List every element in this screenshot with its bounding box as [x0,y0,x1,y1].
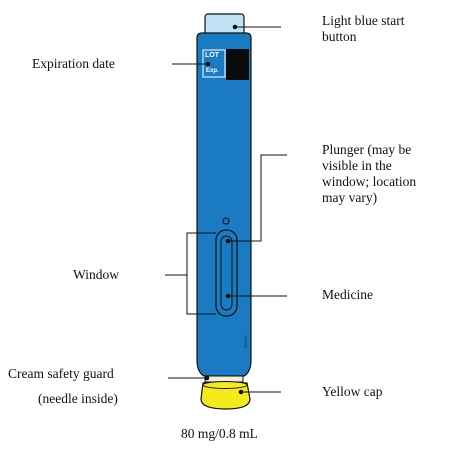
exp-mark: Exp. [206,68,219,74]
leader-plunger [228,154,287,242]
leader-window-lower [186,275,216,315]
label-start-button-line1: Light blue start [322,13,405,28]
cap-top [202,381,248,389]
label-medicine: Medicine [322,287,373,302]
leader-dots [204,24,244,395]
dot-yellow-cap [238,389,244,395]
label-start-button-line2: button [322,29,357,44]
leader-window [165,232,216,276]
label-plunger-line3: window; location [322,174,417,189]
label-plunger-line1: Plunger (may be [322,142,412,157]
label-expiration-date: Expiration date [32,56,115,71]
pen-body [196,32,252,377]
dot-start-button [232,24,238,30]
lot-mark: LOT [205,52,219,59]
label-plunger-line2: visible in the [322,158,392,173]
window-inner [220,235,233,311]
black-label [226,49,249,80]
label-window: Window [73,267,119,282]
window [215,229,238,317]
label-yellow-cap: Yellow cap [322,384,383,399]
dot-expiration [205,61,211,67]
yellow-cap [200,382,251,410]
label-plunger-line4: may vary) [322,190,378,205]
label-safety-guard-line1: Cream safety guard [8,366,114,381]
dot-plunger [225,238,231,244]
dot-medicine [225,293,231,299]
label-safety-guard-line2: (needle inside) [38,391,118,406]
dot-safety-guard [204,375,210,381]
label-dose: 80 mg/0.8 mL [181,426,258,441]
leader-lines [165,26,287,393]
pen-code: 0000-0 [243,335,248,348]
indicator-circle [222,217,230,225]
